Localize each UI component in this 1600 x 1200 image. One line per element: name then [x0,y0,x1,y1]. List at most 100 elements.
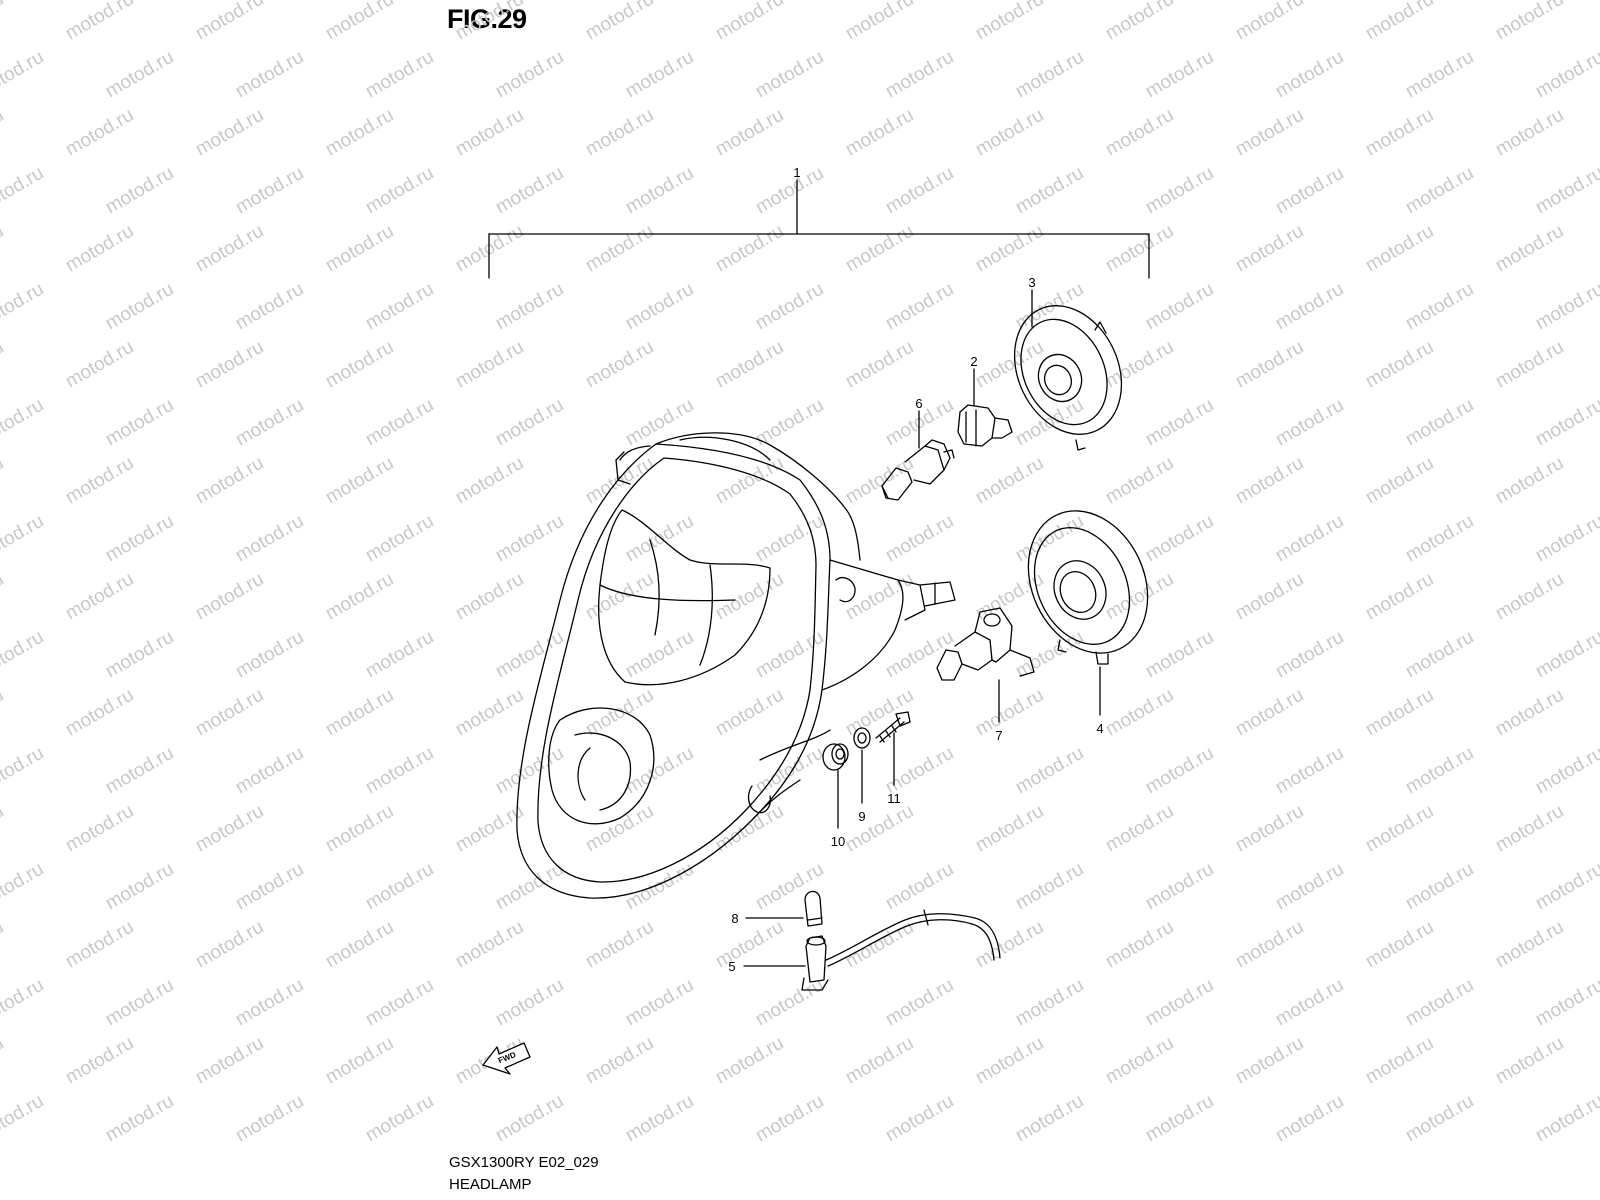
watermark-text: motod.ru [1492,569,1567,625]
watermark-text: motod.ru [1362,453,1437,509]
watermark-text: motod.ru [1402,163,1477,219]
watermark-text: motod.ru [322,453,397,509]
watermark-text: motod.ru [1272,511,1347,567]
watermark-text: motod.ru [622,627,697,683]
watermark-text: motod.ru [1272,1091,1347,1147]
watermark-text: motod.ru [1492,337,1567,393]
watermark-text: motod.ru [362,627,437,683]
watermark-text: motod.ru [192,105,267,161]
watermark-text: motod.ru [1102,221,1177,277]
watermark-text: motod.ru [1012,859,1087,915]
watermark-text: motod.ru [752,163,827,219]
headlamp-housing [516,432,956,899]
watermark-text: motod.ru [1362,801,1437,857]
watermark-text: motod.ru [972,105,1047,161]
watermark-text: motod.ru [622,743,697,799]
watermark-text: motod.ru [192,917,267,973]
watermark-text: motod.ru [582,105,657,161]
watermark-text: motod.ru [842,917,917,973]
callout-4: 4 [1096,721,1103,736]
watermark-text: motod.ru [972,1033,1047,1089]
part-8-position-bulb [804,890,823,927]
watermark-text: motod.ru [842,801,917,857]
watermark-text: motod.ru [582,917,657,973]
watermark-text: motod.ru [0,511,47,567]
watermark-text: motod.ru [582,0,657,44]
watermark-text: motod.ru [62,801,137,857]
watermark-text: motod.ru [452,0,527,44]
watermark-text: motod.ru [0,917,7,973]
watermark-text: motod.ru [452,917,527,973]
watermark-text: motod.ru [0,569,7,625]
watermark-text: motod.ru [192,569,267,625]
watermark-text: motod.ru [882,975,957,1031]
part-9-washer [853,727,871,749]
watermark-text: motod.ru [1532,279,1600,335]
watermark-text: motod.ru [582,569,657,625]
watermark-text: motod.ru [1272,163,1347,219]
watermark-text: motod.ru [232,47,307,103]
watermark-text: motod.ru [492,279,567,335]
watermark-text: motod.ru [1362,0,1437,44]
watermark-text: motod.ru [1232,685,1307,741]
watermark-text: motod.ru [102,47,177,103]
watermark-text: motod.ru [1012,47,1087,103]
watermark-text: motod.ru [972,801,1047,857]
watermark-text: motod.ru [322,105,397,161]
callout-1: 1 [793,165,800,180]
watermark-text: motod.ru [882,279,957,335]
watermark-text: motod.ru [322,1033,397,1089]
watermark-text: motod.ru [622,859,697,915]
watermark-text: motod.ru [1272,743,1347,799]
watermark-text: motod.ru [102,627,177,683]
watermark-text: motod.ru [0,279,47,335]
watermark-text: motod.ru [1532,975,1600,1031]
part-3-upper-cover [1013,305,1123,451]
watermark-text: motod.ru [882,47,957,103]
watermark-text: motod.ru [362,859,437,915]
watermark-text: motod.ru [1362,917,1437,973]
watermark-text: motod.ru [712,685,787,741]
watermark-text: motod.ru [232,163,307,219]
watermark-text: motod.ru [232,511,307,567]
watermark-text: motod.ru [62,1033,137,1089]
callout-7: 7 [995,728,1002,743]
watermark-text: motod.ru [1362,685,1437,741]
watermark-text: motod.ru [882,743,957,799]
watermark-text: motod.ru [62,917,137,973]
watermark-text: motod.ru [752,1091,827,1147]
watermark-text: motod.ru [1142,47,1217,103]
assembly-bracket [488,179,1150,279]
watermark-text: motod.ru [452,453,527,509]
watermark-text: motod.ru [362,975,437,1031]
watermark-text: motod.ru [192,337,267,393]
model-code: GSX1300RY E02_029 [449,1154,599,1171]
watermark-text: motod.ru [362,511,437,567]
watermark-text: motod.ru [492,47,567,103]
watermark-text: motod.ru [62,0,137,44]
watermark-text: motod.ru [102,1091,177,1147]
watermark-text: motod.ru [0,859,47,915]
part-6-upper-bulb [881,439,955,501]
watermark-text: motod.ru [1402,743,1477,799]
watermark-text: motod.ru [362,163,437,219]
watermark-text: motod.ru [192,801,267,857]
watermark-text: motod.ru [712,453,787,509]
watermark-text: motod.ru [1232,0,1307,44]
watermark-text: motod.ru [192,685,267,741]
callout-10: 10 [831,834,845,849]
watermark-text: motod.ru [1362,569,1437,625]
watermark-text: motod.ru [622,47,697,103]
watermark-text: motod.ru [582,685,657,741]
watermark-text: motod.ru [1532,511,1600,567]
watermark-text: motod.ru [1492,801,1567,857]
watermark-text: motod.ru [1532,395,1600,451]
callout-9: 9 [858,809,865,824]
watermark-text: motod.ru [492,1091,567,1147]
figure-name: HEADLAMP [449,1176,532,1193]
watermark-text: motod.ru [752,975,827,1031]
watermark-text: motod.ru [1102,0,1177,44]
watermark-text: motod.ru [62,337,137,393]
